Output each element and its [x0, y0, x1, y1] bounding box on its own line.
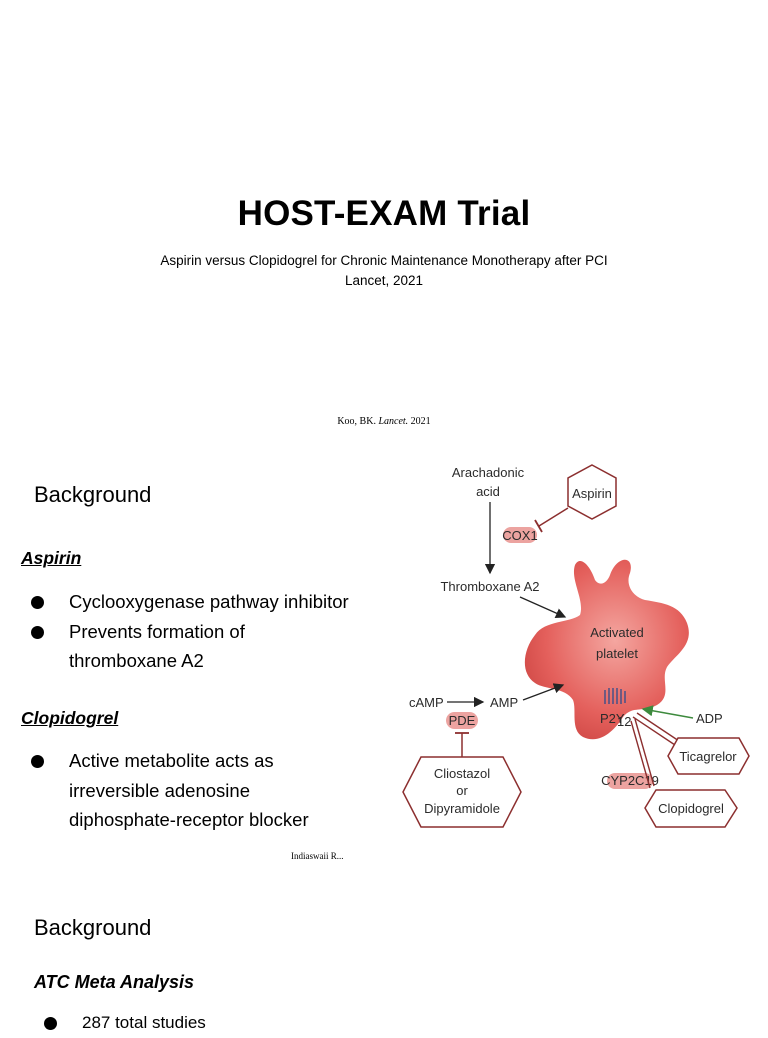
platelet-label: Activated [590, 625, 643, 640]
activated-platelet [524, 559, 689, 740]
clopidogrel-bullets: Active metabolite acts as irreversible a… [31, 746, 331, 835]
ticagrelor-label: Ticagrelor [679, 749, 737, 764]
list-item: Cyclooxygenase pathway inhibitor [31, 587, 371, 617]
cox1-label: COX1 [502, 528, 537, 543]
subtitle-line: Aspirin versus Clopidogrel for Chronic M… [160, 253, 608, 268]
inhibit-line [538, 507, 569, 527]
atc-bullets: 287 total studies [44, 1008, 344, 1038]
background-heading: Background [34, 482, 152, 507]
background-heading-2: Background [34, 915, 152, 940]
aspirin-heading: Aspirin [21, 548, 82, 568]
inhibit-bar [534, 519, 543, 533]
inhibit-line [634, 718, 655, 787]
adp-arrow [641, 705, 694, 719]
amp-label: AMP [490, 695, 518, 710]
list-item: Active metabolite acts as irreversible a… [31, 746, 331, 835]
citation-journal: Lancet. [378, 416, 409, 427]
arrow [522, 683, 565, 701]
atc-heading: ATC Meta Analysis [34, 972, 195, 992]
cyp2c19-label: CYP2C19 [601, 773, 659, 788]
cox1-pill [503, 527, 537, 543]
platelet-label: platelet [596, 646, 638, 661]
p2y-label: P2Y [600, 711, 625, 726]
citation-year: 2021 [410, 416, 431, 427]
pde-pill [446, 712, 478, 729]
subtitle-source: Lancet, 2021 [344, 273, 424, 288]
cliostazol-label: Dipyramidole [424, 801, 500, 816]
list-item: Prevents formation of thromboxane A2 [31, 617, 289, 676]
clopidogrel-heading: Clopidogrel [21, 708, 119, 728]
p2y-subscript: 12 [617, 714, 631, 729]
clopidogrel-label: Clopidogrel [658, 801, 724, 816]
inhibit-line [630, 720, 651, 789]
arrow [519, 596, 567, 619]
cyp2c19-pill [607, 773, 653, 789]
platelet-pathway-diagram: Arachadonic acid Aspirin COX1 Thromboxan… [402, 464, 750, 828]
thromboxane-label: Thromboxane A2 [440, 579, 539, 594]
slide-title: HOST-EXAM Trial [237, 194, 531, 233]
aspirin-label: Aspirin [572, 486, 612, 501]
citation-author: Koo, BK. [337, 416, 376, 427]
cliostazol-hexagon [402, 756, 522, 828]
camp-label: cAMP [409, 695, 444, 710]
adp-label: ADP [696, 711, 723, 726]
slide-subtitle: Aspirin versus Clopidogrel for Chronic M… [0, 251, 768, 291]
clopidogrel-hexagon [644, 789, 738, 828]
arachidonic-label: acid [476, 484, 500, 499]
arachidonic-label: Arachadonic [452, 465, 525, 480]
citation: Koo, BK. Lancet. 2021 [0, 416, 768, 427]
inhibit-line [632, 716, 682, 750]
aspirin-hexagon [567, 464, 617, 520]
cliostazol-label: or [456, 783, 468, 798]
list-item: 287 total studies [44, 1008, 344, 1038]
cliostazol-label: Cliostazol [434, 766, 490, 781]
aspirin-bullets: Cyclooxygenase pathway inhibitor Prevent… [31, 587, 371, 676]
pde-label: PDE [449, 713, 476, 728]
ticagrelor-hexagon [667, 737, 750, 775]
slide-footer: Indiaswaii R... [291, 851, 344, 861]
p2y12-receptor [604, 688, 626, 704]
